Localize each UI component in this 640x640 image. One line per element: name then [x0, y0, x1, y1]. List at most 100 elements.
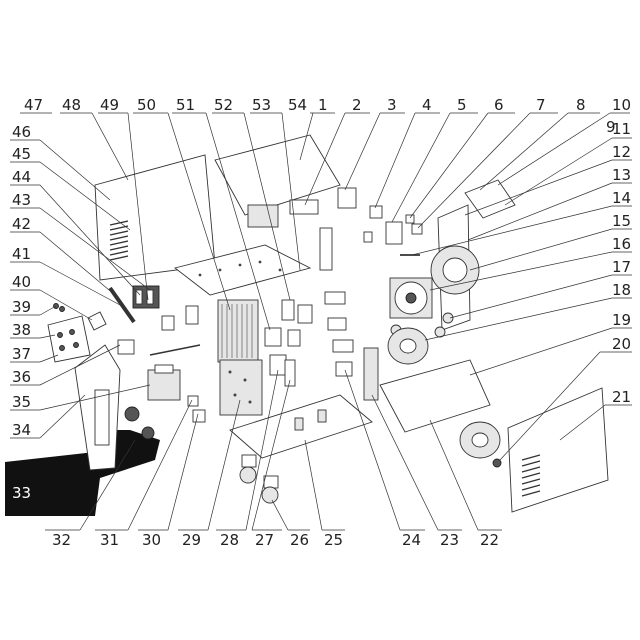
- callout-30: 30: [142, 531, 161, 549]
- connector-block: [284, 359, 296, 387]
- callout-46: 46: [12, 123, 31, 141]
- standoff: [363, 231, 373, 243]
- callout-24: 24: [402, 531, 421, 549]
- callout-38: 38: [12, 321, 31, 339]
- callout-3: 3: [387, 96, 397, 114]
- rear-panel: [430, 204, 480, 331]
- relay: [335, 361, 353, 377]
- front-panel: [74, 344, 155, 471]
- heat-sink-lower: [219, 359, 263, 416]
- black-floor-shadow: [5, 430, 160, 516]
- output-transformer: [147, 364, 181, 401]
- callout-28: 28: [220, 531, 239, 549]
- middle-mounting-plate: [173, 244, 312, 296]
- callout-32: 32: [52, 531, 71, 549]
- switch-component: [369, 205, 383, 219]
- bushing: [434, 326, 446, 338]
- callout-50: 50: [137, 96, 156, 114]
- callout-1: 1: [318, 96, 328, 114]
- rectifier-bridge: [324, 291, 346, 305]
- callout-9: 9: [606, 118, 616, 136]
- callout-53: 53: [252, 96, 271, 114]
- leader-lines: [10, 112, 632, 531]
- callout-31: 31: [100, 531, 119, 549]
- callout-21: 21: [612, 388, 631, 406]
- terminal-lug: [117, 339, 135, 355]
- callout-16: 16: [612, 235, 631, 253]
- diode-module: [281, 299, 295, 321]
- callout-27: 27: [255, 531, 274, 549]
- busbar-plate: [297, 304, 313, 324]
- callout-25: 25: [324, 531, 343, 549]
- callout-33: 33: [12, 484, 31, 502]
- shunt-resistor: [327, 317, 347, 331]
- callout-13: 13: [612, 166, 631, 184]
- callout-7: 7: [536, 96, 546, 114]
- callout-26: 26: [290, 531, 309, 549]
- callout-10: 10: [612, 96, 631, 114]
- callout-51: 51: [176, 96, 195, 114]
- igbt-module-b: [269, 354, 287, 376]
- bottom-callouts: 32 31 30 29 28 27 26 25 24 23 22: [52, 531, 499, 549]
- callout-17: 17: [612, 258, 631, 276]
- mount-bracket: [185, 305, 199, 325]
- callout-35: 35: [12, 393, 31, 411]
- callout-29: 29: [182, 531, 201, 549]
- insulation-sheet: [363, 347, 379, 401]
- knob-b: [59, 306, 65, 312]
- callout-2: 2: [352, 96, 362, 114]
- insulation-strip: [319, 227, 333, 271]
- top-terminal-block: [289, 199, 319, 215]
- callout-52: 52: [214, 96, 233, 114]
- callout-44: 44: [12, 168, 31, 186]
- callout-47: 47: [24, 96, 43, 114]
- transformer-small: [337, 187, 357, 209]
- callout-45: 45: [12, 145, 31, 163]
- top-callouts: 47 48 49 50 51 52 53 54 1 2 3 4 5 6 7 8 …: [24, 96, 631, 136]
- callout-37: 37: [12, 345, 31, 363]
- bottom-tray: [379, 359, 491, 433]
- callout-4: 4: [422, 96, 432, 114]
- callout-14: 14: [612, 189, 631, 207]
- control-pcb: [247, 204, 279, 228]
- caster-front: [239, 454, 257, 484]
- callout-12: 12: [612, 143, 631, 161]
- callout-43: 43: [12, 191, 31, 209]
- handle-rod: [108, 286, 136, 324]
- callout-19: 19: [612, 311, 631, 329]
- callout-20: 20: [612, 335, 631, 353]
- contactor: [385, 221, 403, 245]
- callout-22: 22: [480, 531, 499, 549]
- igbt-module-a: [264, 327, 282, 347]
- panel-clip: [411, 223, 423, 235]
- bracket-clip: [87, 311, 107, 331]
- callout-39: 39: [12, 298, 31, 316]
- callout-36: 36: [12, 368, 31, 386]
- callout-23: 23: [440, 531, 459, 549]
- small-switch: [161, 315, 175, 331]
- right-callouts: 11 12 13 14 15 16 17 18 19 20 21: [612, 120, 631, 406]
- callout-49: 49: [100, 96, 119, 114]
- callout-41: 41: [12, 245, 31, 263]
- fuse-holder: [187, 395, 199, 407]
- base-slot-a: [294, 417, 304, 431]
- callout-8: 8: [576, 96, 586, 114]
- callout-40: 40: [12, 273, 31, 291]
- grommet: [442, 312, 454, 324]
- base-slot-b: [317, 409, 327, 423]
- callout-15: 15: [612, 212, 631, 230]
- output-reactor: [332, 339, 354, 353]
- callout-6: 6: [494, 96, 504, 114]
- control-panel-board: [47, 315, 91, 363]
- caster-rear: [261, 475, 279, 504]
- cable-gland: [192, 409, 206, 423]
- callout-5: 5: [457, 96, 467, 114]
- callout-54: 54: [288, 96, 307, 114]
- capacitor-board: [287, 329, 301, 347]
- callout-42: 42: [12, 215, 31, 233]
- fan-shroud-left: [132, 285, 160, 309]
- cooling-fan: [389, 277, 433, 319]
- callout-48: 48: [62, 96, 81, 114]
- callout-34: 34: [12, 421, 31, 439]
